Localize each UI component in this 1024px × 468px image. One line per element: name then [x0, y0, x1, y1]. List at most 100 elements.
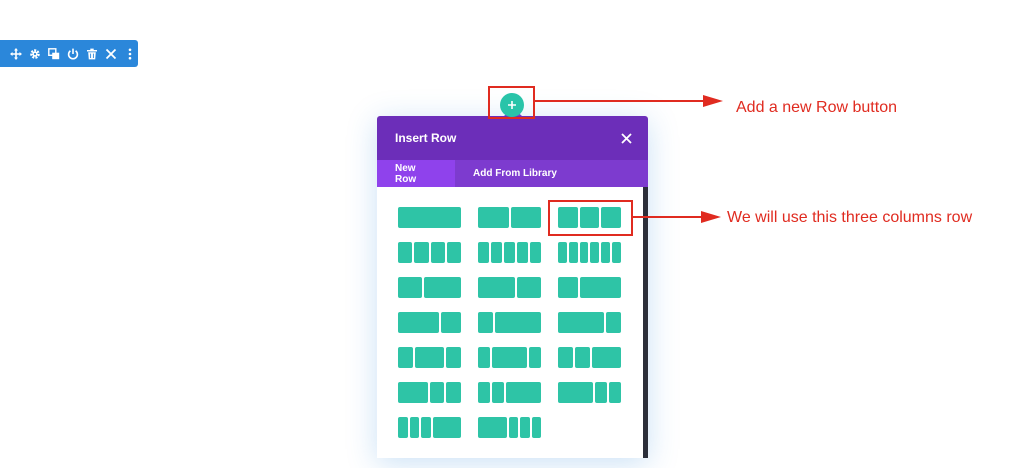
column-block [516, 277, 541, 298]
column-block [440, 312, 461, 333]
gear-icon[interactable] [27, 46, 42, 61]
column-block [568, 242, 578, 263]
row-layout-option-1-4_1-2_1-4[interactable] [398, 347, 461, 368]
row-layout-option-2-5_3-5[interactable] [398, 277, 461, 298]
column-block [605, 312, 621, 333]
column-block [446, 382, 461, 403]
row-layout-option-1-6_1-6_1-6_1-2[interactable] [398, 417, 461, 438]
column-block [432, 417, 461, 438]
three-columns-highlight-box [548, 200, 633, 236]
add-row-annotation: Add a new Row button [736, 99, 897, 116]
column-block [505, 382, 541, 403]
column-block [478, 277, 515, 298]
column-block [478, 242, 489, 263]
add-row-highlight-box [488, 86, 535, 119]
column-block [398, 207, 461, 228]
tab-add-from-library[interactable]: Add From Library [473, 168, 557, 179]
modal-close-button[interactable] [621, 132, 632, 144]
column-block [517, 242, 528, 263]
column-block [508, 417, 518, 438]
row-layout-option-1-5_3-5_1-5[interactable] [478, 347, 541, 368]
row-layout-option-1-2_1-6_1-6_1-6[interactable] [478, 417, 541, 438]
column-block [414, 242, 429, 263]
row-layout-grid [398, 207, 621, 438]
row-layout-option-1-5x5[interactable] [478, 242, 541, 263]
column-block [478, 417, 507, 438]
column-block [478, 347, 490, 368]
three-columns-arrow [633, 211, 721, 223]
row-layout-option-1-6x6[interactable] [558, 242, 621, 263]
row-layout-option-1-3_2-3[interactable] [558, 277, 621, 298]
row-layout-option-1-4_3-4[interactable] [478, 312, 541, 333]
power-icon[interactable] [65, 46, 80, 61]
column-block [398, 417, 408, 438]
add-row-button[interactable] [500, 93, 524, 117]
column-block [558, 312, 604, 333]
trash-icon[interactable] [84, 46, 99, 61]
column-block [424, 277, 461, 298]
three-columns-annotation: We will use this three columns row [727, 209, 973, 226]
column-block [580, 277, 621, 298]
modal-tabs: New Row Add From Library [377, 160, 648, 187]
column-block [612, 242, 621, 263]
more-icon[interactable] [122, 46, 137, 61]
plus-icon [506, 99, 518, 111]
insert-row-modal: Insert Row New Row Add From Library [377, 116, 648, 458]
close-icon[interactable] [103, 46, 118, 61]
column-block [590, 242, 600, 263]
close-icon [621, 132, 632, 144]
column-block [558, 207, 578, 228]
column-block [414, 347, 445, 368]
column-block [558, 242, 567, 263]
column-block [531, 417, 541, 438]
row-layout-option-3-5_2-5[interactable] [478, 277, 541, 298]
row-layout-option-1-3_1-3_1-3[interactable] [558, 207, 621, 228]
column-block [398, 277, 423, 298]
column-block [591, 347, 621, 368]
column-block [609, 382, 621, 403]
column-block [579, 207, 600, 228]
row-layout-option-3-5_1-5_1-5[interactable] [558, 382, 621, 403]
row-layout-option-1-4x4[interactable] [398, 242, 461, 263]
row-layout-option-1-5_1-5_3-5[interactable] [478, 382, 541, 403]
row-layout-option-1-2_1-2[interactable] [478, 207, 541, 228]
column-block [491, 382, 504, 403]
column-block [398, 347, 413, 368]
modal-title: Insert Row [395, 131, 457, 145]
move-icon[interactable] [8, 46, 23, 61]
column-block [558, 347, 573, 368]
column-block [398, 312, 439, 333]
column-block [530, 242, 541, 263]
column-block [520, 417, 530, 438]
row-layout-option-3-4_1-4[interactable] [558, 312, 621, 333]
column-block [409, 417, 419, 438]
modal-header: Insert Row [377, 116, 648, 160]
tab-new-row[interactable]: New Row [377, 160, 455, 187]
column-block [595, 382, 608, 403]
column-block [491, 242, 502, 263]
column-block [558, 382, 594, 403]
column-block [504, 242, 515, 263]
modal-scrollbar[interactable] [643, 187, 648, 458]
column-block [558, 277, 579, 298]
add-row-arrow [535, 95, 723, 107]
column-block [529, 347, 541, 368]
column-block [601, 242, 611, 263]
column-block [478, 312, 494, 333]
column-block [478, 382, 490, 403]
row-layout-option-1-4_1-4_1-2[interactable] [558, 347, 621, 368]
column-block [446, 242, 461, 263]
column-block [601, 207, 621, 228]
column-block [510, 207, 541, 228]
column-block [446, 347, 461, 368]
column-block [579, 242, 589, 263]
row-layout-option-1-2_1-4_1-4[interactable] [398, 382, 461, 403]
column-block [429, 382, 445, 403]
row-layout-option-2-3_1-3[interactable] [398, 312, 461, 333]
column-block [398, 242, 413, 263]
column-block [478, 207, 509, 228]
column-block [574, 347, 590, 368]
column-block [491, 347, 528, 368]
duplicate-icon[interactable] [46, 46, 61, 61]
row-layout-option-1[interactable] [398, 207, 461, 228]
